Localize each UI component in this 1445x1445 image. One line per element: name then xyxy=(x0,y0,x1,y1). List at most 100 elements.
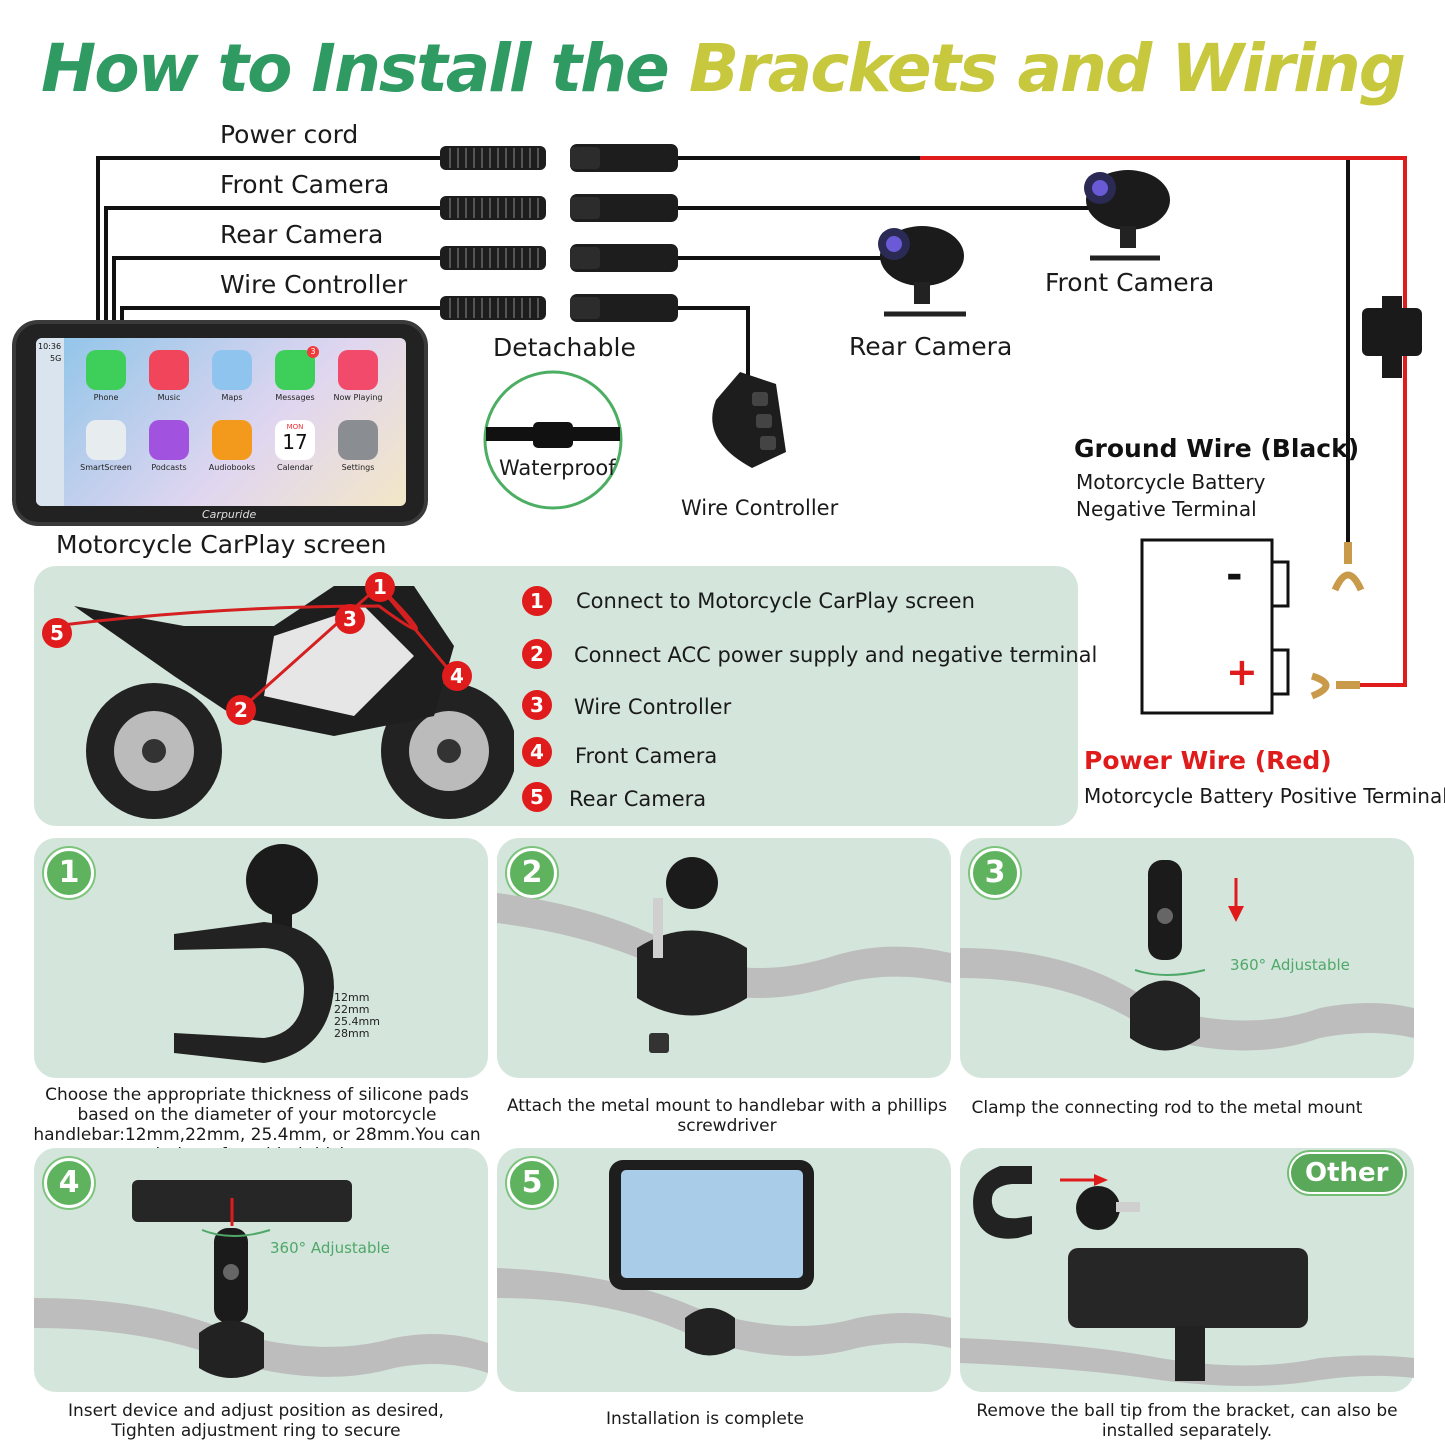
pad-size-4: 28mm xyxy=(334,1027,370,1040)
step-caption-4: Insert device and adjust position as des… xyxy=(68,1401,444,1441)
adjustable-note-4: 360° Adjustable xyxy=(270,1239,390,1257)
maps-icon xyxy=(212,350,252,390)
wiring-diagram xyxy=(96,144,1422,715)
step-caption-5: Installation is complete xyxy=(606,1409,804,1429)
step-badge-1: 1 xyxy=(44,848,94,898)
pad-size-2: 22mm xyxy=(334,1003,370,1016)
negative-terminal xyxy=(1331,542,1365,592)
app-settings[interactable]: Settings xyxy=(332,420,384,472)
now-playing-icon xyxy=(338,350,378,390)
audiobooks-icon xyxy=(212,420,252,460)
adjustable-note-3: 360° Adjustable xyxy=(1230,956,1350,974)
device-wires xyxy=(675,156,1407,687)
wire-controller-device xyxy=(712,372,786,468)
device-insert-illustration xyxy=(34,1180,488,1378)
step-list-num-4: 4 xyxy=(522,737,552,767)
carplay-dock xyxy=(36,338,64,506)
title-part-1: How to Install the xyxy=(40,30,689,107)
label-front-camera-cable: Front Camera xyxy=(220,170,390,199)
front-camera-device xyxy=(1084,170,1170,261)
label-rear-camera: Rear Camera xyxy=(849,332,1013,361)
battery-plus: + xyxy=(1226,650,1258,694)
battery-minus: - xyxy=(1226,552,1243,598)
step-badge-5: 5 xyxy=(507,1158,557,1208)
power-wire-title: Power Wire (Red) xyxy=(1084,746,1332,775)
step-list-num-2: 2 xyxy=(522,639,552,669)
app-now-playing[interactable]: Now Playing xyxy=(332,350,384,402)
step-caption-other: Remove the ball tip from the bracket, ca… xyxy=(976,1401,1398,1441)
gear-icon xyxy=(338,420,378,460)
label-waterproof: Waterproof xyxy=(499,456,616,480)
step-list-text-5: Rear Camera xyxy=(569,787,707,811)
rod-illustration xyxy=(960,860,1414,1051)
right-connectors xyxy=(570,144,678,322)
home-icon xyxy=(86,420,126,460)
step-panel-5: 5 xyxy=(497,1148,951,1392)
motorcycle-illustration xyxy=(53,583,514,819)
label-screen: Motorcycle CarPlay screen xyxy=(56,530,387,559)
bike-marker-2: 2 xyxy=(226,695,256,725)
step-list-text-2: Connect ACC power supply and negative te… xyxy=(574,643,1098,667)
label-front-camera: Front Camera xyxy=(1045,268,1215,297)
step-list-num-1: 1 xyxy=(522,586,552,616)
status-signal: 5G xyxy=(50,354,62,363)
app-podcasts[interactable]: Podcasts xyxy=(143,420,195,472)
step-caption-3: Clamp the connecting rod to the metal mo… xyxy=(971,1098,1363,1118)
power-wire-line: Motorcycle Battery Positive Terminal xyxy=(1084,784,1445,808)
mount-illustration xyxy=(497,857,951,1053)
left-connectors xyxy=(440,146,546,320)
complete-illustration xyxy=(497,1160,951,1356)
rear-camera-device xyxy=(878,226,966,317)
step-badge-3: 3 xyxy=(970,848,1020,898)
phone-icon xyxy=(86,350,126,390)
label-detachable: Detachable xyxy=(493,333,636,362)
pad-sizes: 12mm 22mm 25.4mm 28mm xyxy=(334,992,380,1040)
step-panel-1: 1 12mm 22mm 25.4mm 28mm xyxy=(34,838,488,1078)
bike-marker-1: 1 xyxy=(365,572,395,602)
label-rear-camera-cable: Rear Camera xyxy=(220,220,384,249)
podcasts-icon xyxy=(149,420,189,460)
app-music[interactable]: Music xyxy=(143,350,195,402)
left-connector-ridges xyxy=(449,148,539,318)
fuse-holder xyxy=(1362,308,1422,356)
step-panel-3: 3 360° Adjustable xyxy=(960,838,1414,1078)
messages-badge: 3 xyxy=(307,346,319,358)
title-part-2: Brackets and Wiring xyxy=(688,30,1406,107)
bike-marker-4: 4 xyxy=(442,661,472,691)
app-smartscreen[interactable]: SmartScreen xyxy=(80,420,132,472)
step-panel-4: 4 360° Adjustable xyxy=(34,1148,488,1392)
positive-terminal xyxy=(1310,672,1360,700)
step-list-num-5: 5 xyxy=(522,782,552,812)
ground-wire-title: Ground Wire (Black) xyxy=(1074,434,1360,463)
ground-wire-line1: Motorcycle Battery xyxy=(1076,470,1266,494)
brand-logo: Carpuride xyxy=(202,508,257,521)
label-power-cord: Power cord xyxy=(220,120,359,149)
app-audiobooks[interactable]: Audiobooks xyxy=(206,420,258,472)
pad-size-3: 25.4mm xyxy=(334,1015,380,1028)
app-maps[interactable]: Maps xyxy=(206,350,258,402)
other-badge: Other xyxy=(1289,1152,1405,1194)
motorcycle-panel: 1 2 3 4 5 1 Connect to Motorcycle CarPla… xyxy=(34,566,1097,826)
label-wire-controller: Wire Controller xyxy=(681,496,839,520)
separate-install-illustration xyxy=(960,1166,1414,1386)
step-badge-4: 4 xyxy=(44,1158,94,1208)
step-list-text-4: Front Camera xyxy=(575,744,718,768)
step-list-text-1: Connect to Motorcycle CarPlay screen xyxy=(576,589,975,613)
battery-box xyxy=(1140,538,1274,715)
clamp-illustration xyxy=(174,844,334,1063)
step-caption-2: Attach the metal mount to handlebar with… xyxy=(506,1096,948,1136)
pad-size-1: 12mm xyxy=(334,991,370,1004)
bike-marker-3: 3 xyxy=(335,604,365,634)
step-list-num-3: 3 xyxy=(522,690,552,720)
app-phone[interactable]: Phone xyxy=(80,350,132,402)
music-icon xyxy=(149,350,189,390)
bike-marker-5: 5 xyxy=(42,618,72,648)
step-list-text-3: Wire Controller xyxy=(574,695,732,719)
label-wire-controller-cable: Wire Controller xyxy=(220,270,408,299)
ground-wire-line2: Negative Terminal xyxy=(1076,497,1257,521)
